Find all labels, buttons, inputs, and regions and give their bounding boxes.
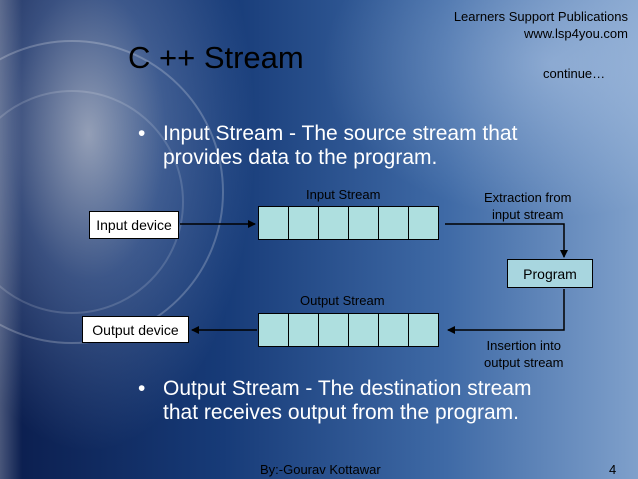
program-box: Program: [507, 259, 593, 288]
publisher-info: Learners Support Publications www.lsp4yo…: [454, 8, 628, 42]
insertion-label: Insertion into output stream: [484, 337, 564, 371]
publisher-url: www.lsp4you.com: [523, 26, 628, 41]
bullet-dot: •: [138, 377, 146, 400]
background-glow-right: [320, 0, 638, 220]
footer-author: By:-Gourav Kottawar: [260, 462, 381, 477]
stream-cell: [348, 206, 379, 240]
output-stream-buffer: [258, 313, 439, 347]
stream-cell: [258, 206, 289, 240]
stream-cell: [318, 206, 349, 240]
publisher-name: Learners Support Publications: [453, 9, 628, 24]
input-device-box: Input device: [89, 211, 179, 239]
insertion-label-line: Insertion into: [486, 338, 561, 353]
extraction-label-line: Extraction from: [484, 190, 572, 205]
extraction-label: Extraction from input stream: [484, 189, 571, 223]
stream-cell: [288, 206, 319, 240]
output-device-box: Output device: [82, 316, 189, 343]
output-stream-label: Output Stream: [300, 293, 385, 308]
stream-cell: [288, 313, 319, 347]
bullet-text-line: that receives output from the program.: [163, 401, 520, 424]
page-number: 4: [609, 462, 617, 477]
slide-title: C ++ Stream: [128, 40, 304, 75]
stream-cell: [318, 313, 349, 347]
stream-cell: [348, 313, 379, 347]
stream-cell: [258, 313, 289, 347]
background-spine: [0, 0, 22, 479]
bullet-dot: •: [138, 122, 146, 145]
extraction-label-line: input stream: [491, 207, 564, 222]
input-stream-label: Input Stream: [306, 187, 381, 202]
continue-label: continue…: [543, 66, 606, 81]
insertion-label-line: output stream: [484, 355, 564, 370]
bullet-text-line: Input Stream - The source stream that: [163, 122, 518, 145]
stream-cell: [408, 313, 439, 347]
stream-cell: [378, 313, 409, 347]
stream-cell: [378, 206, 409, 240]
input-stream-buffer: [258, 206, 439, 240]
bullet-text-line: provides data to the program.: [163, 146, 438, 169]
bullet-text-line: Output Stream - The destination stream: [163, 377, 532, 400]
stream-cell: [408, 206, 439, 240]
